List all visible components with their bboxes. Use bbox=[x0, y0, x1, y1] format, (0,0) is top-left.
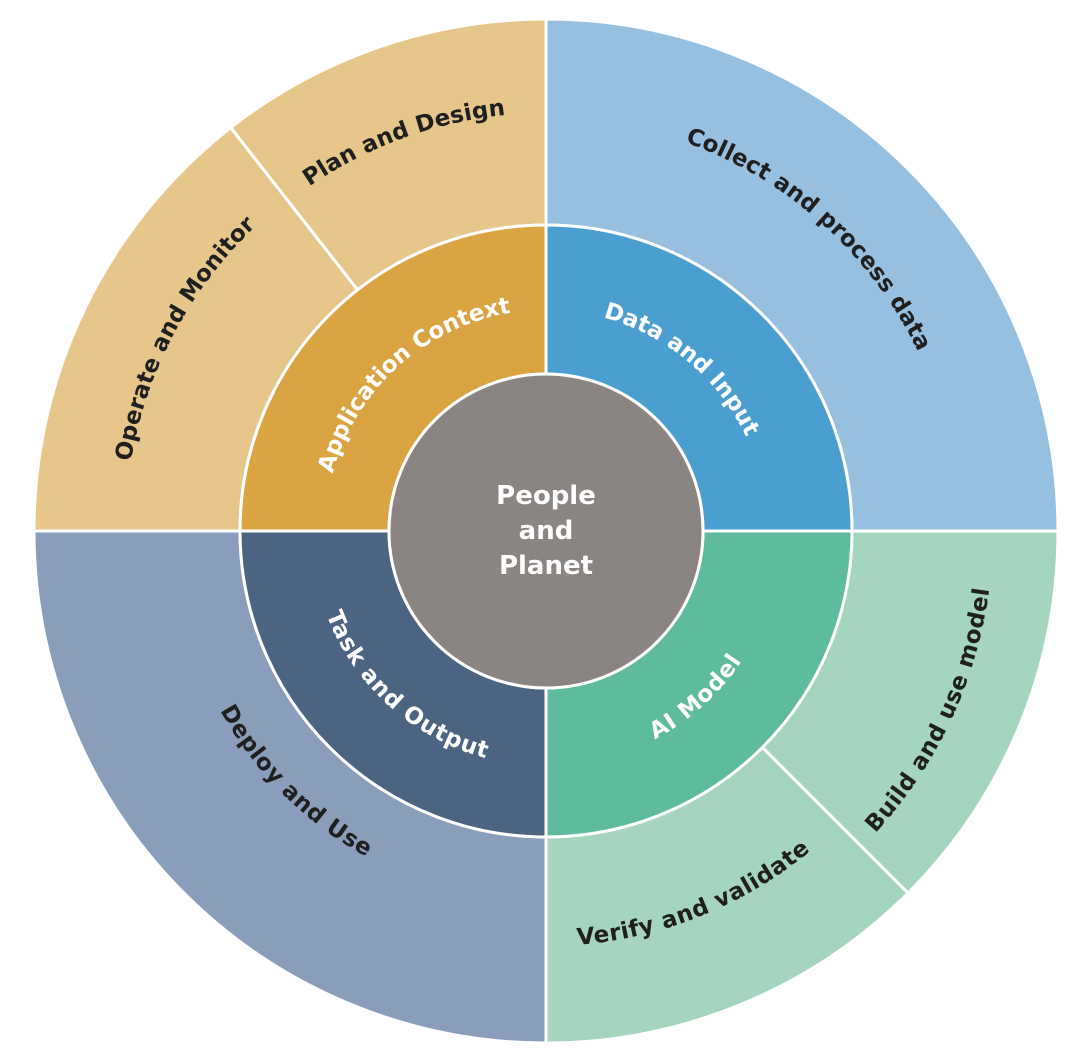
center-label-line-3: Planet bbox=[499, 551, 593, 581]
center-label-line-1: People bbox=[496, 481, 596, 511]
center-label: People and Planet bbox=[496, 481, 596, 581]
inner-ring bbox=[238, 223, 854, 839]
center-circle bbox=[387, 372, 705, 690]
center-label-line-2: and bbox=[519, 516, 574, 546]
